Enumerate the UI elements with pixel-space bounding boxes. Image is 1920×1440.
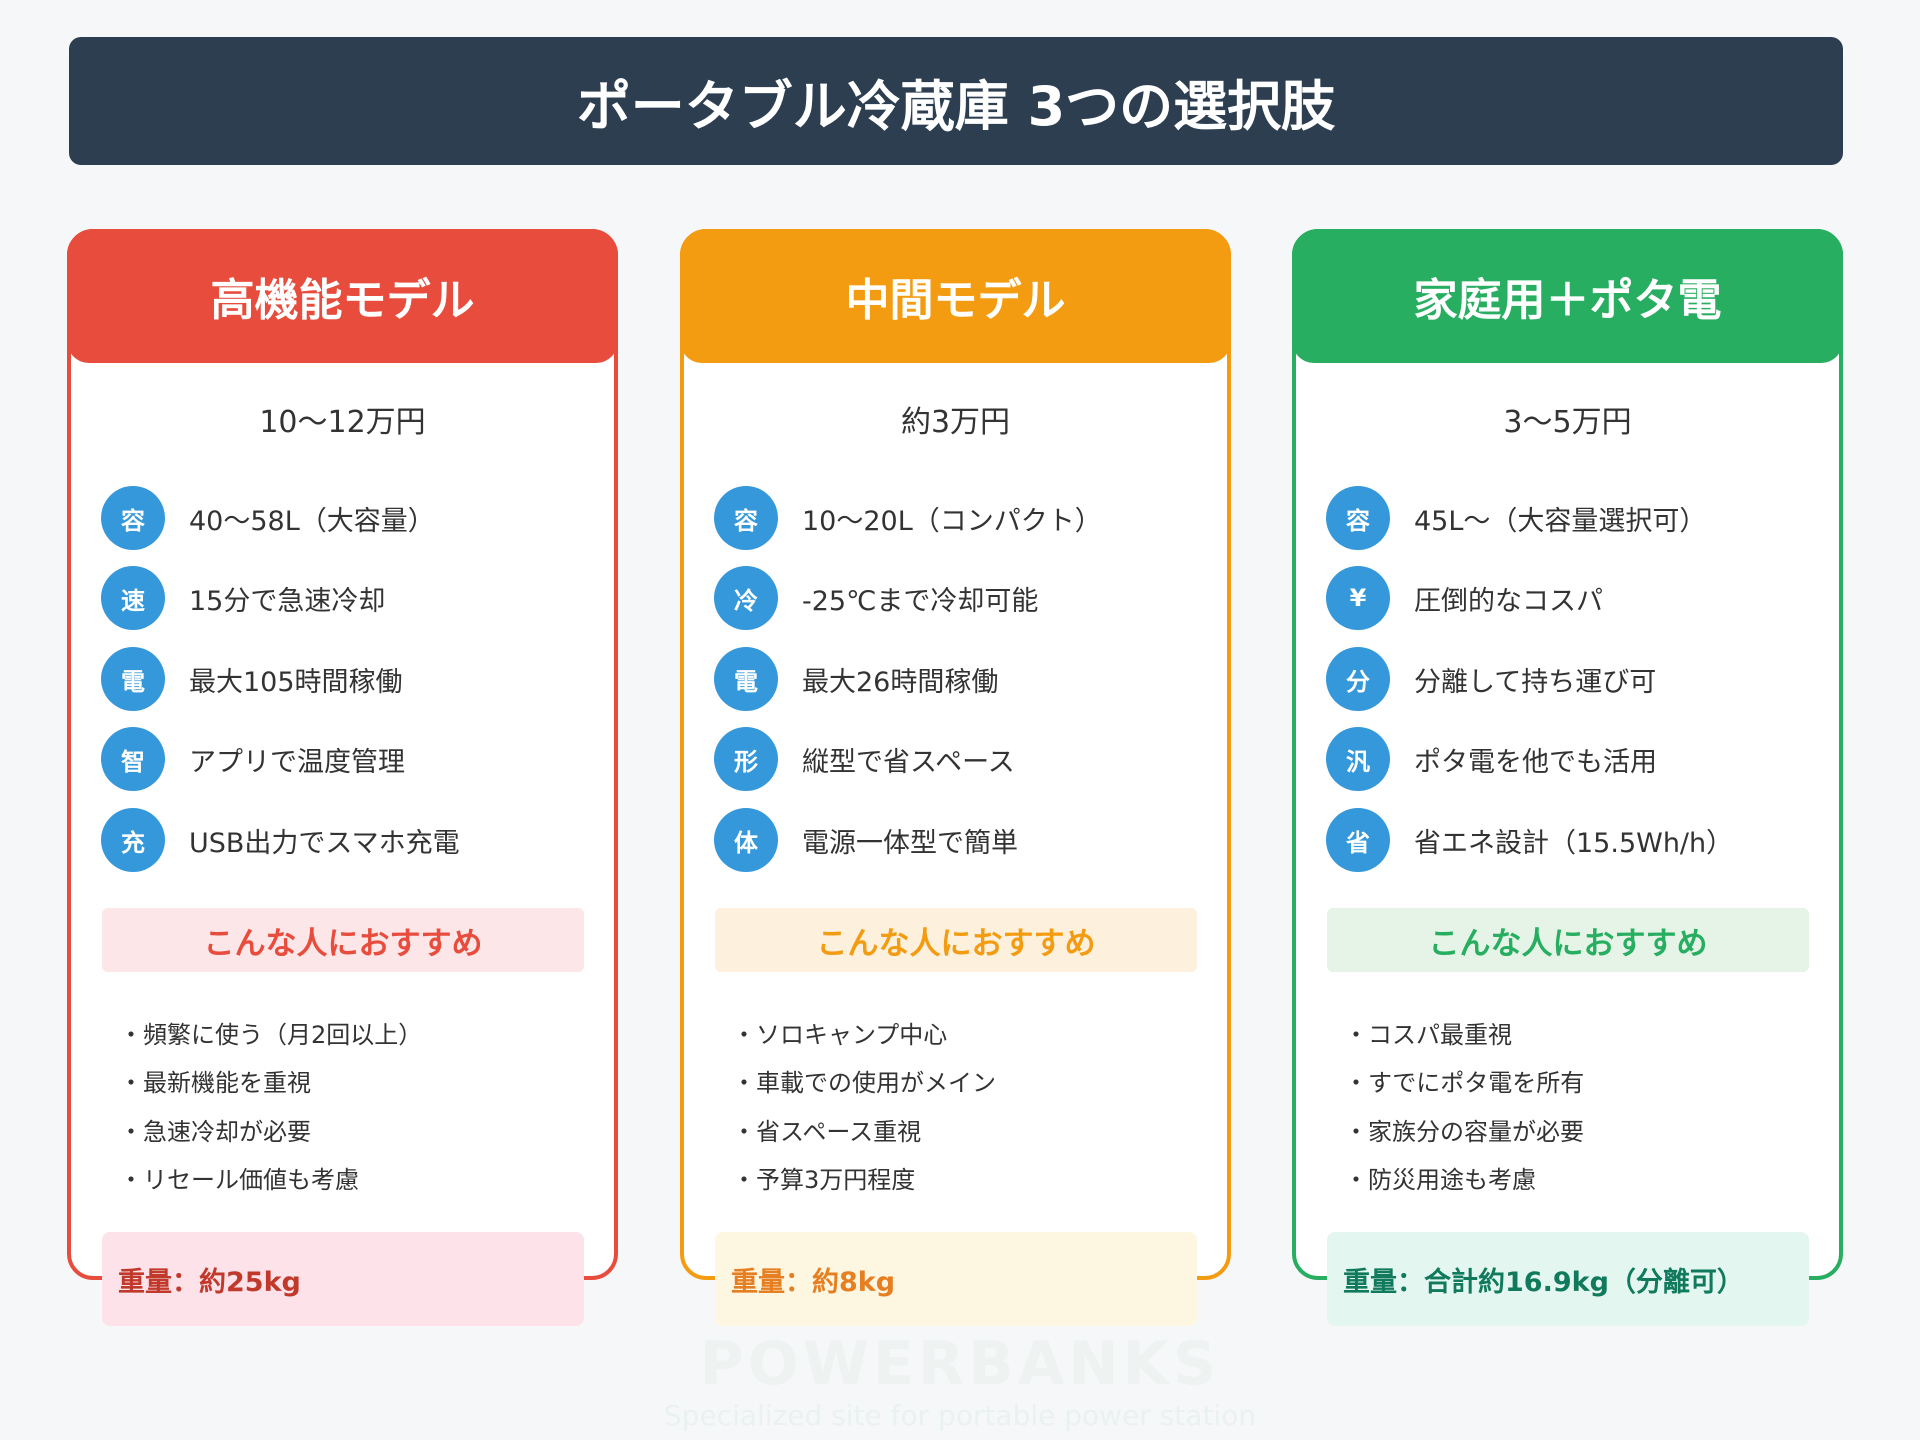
recommend-item: ・すでにポタ電を所有 <box>1344 1069 1585 1097</box>
feature-badge-icon: 智 <box>101 727 165 791</box>
card-price: 3〜5万円 <box>1503 405 1632 440</box>
feature-badge-icon: 分 <box>1326 647 1390 711</box>
recommend-item: ・防災用途も考慮 <box>1344 1166 1536 1194</box>
feature-text: -25℃まで冷却可能 <box>802 585 1039 617</box>
feature-badge-icon: 形 <box>714 727 778 791</box>
card-mid-range: 中間モデル 約3万円 容 10〜20L（コンパクト） 冷 -25℃まで冷却可能 … <box>680 229 1231 1326</box>
feature-text: 電源一体型で簡単 <box>802 827 1018 859</box>
feature-text: 省エネ設計（15.5Wh/h） <box>1414 827 1734 859</box>
feature-item: 電 最大26時間稼働 <box>714 646 998 712</box>
feature-badge-icon: 容 <box>101 486 165 550</box>
recommend-item: ・最新機能を重視 <box>119 1069 311 1097</box>
feature-badge-icon: 電 <box>101 647 165 711</box>
feature-item: 省 省エネ設計（15.5Wh/h） <box>1326 807 1733 873</box>
feature-badge-icon: 容 <box>714 486 778 550</box>
recommend-item: ・予算3万円程度 <box>732 1166 916 1194</box>
feature-badge-icon: 充 <box>101 808 165 872</box>
feature-text: USB出力でスマホ充電 <box>189 827 460 859</box>
card-home-plus-power: 家庭用＋ポタ電 3〜5万円 容 45L〜（大容量選択可） ¥ 圧倒的なコスパ 分… <box>1292 229 1843 1326</box>
recommend-item: ・車載での使用がメイン <box>732 1069 996 1097</box>
card-price: 10〜12万円 <box>259 405 426 440</box>
page-title: ポータブル冷蔵庫 3つの選択肢 <box>69 37 1843 165</box>
feature-item: 容 45L〜（大容量選択可） <box>1326 485 1706 551</box>
feature-badge-icon: 省 <box>1326 808 1390 872</box>
feature-text: 縦型で省スペース <box>802 746 1015 778</box>
feature-item: 形 縦型で省スペース <box>714 726 1015 792</box>
feature-badge-icon: ¥ <box>1326 566 1390 630</box>
recommend-item: ・家族分の容量が必要 <box>1344 1118 1584 1146</box>
feature-text: 圧倒的なコスパ <box>1414 585 1603 617</box>
feature-item: 速 15分で急速冷却 <box>101 565 385 631</box>
feature-text: 40〜58L（大容量） <box>189 505 435 537</box>
recommend-heading: こんな人におすすめ <box>1327 908 1809 972</box>
feature-badge-icon: 汎 <box>1326 727 1390 791</box>
feature-text: 最大105時間稼働 <box>189 666 403 698</box>
feature-item: 体 電源一体型で簡単 <box>714 807 1018 873</box>
feature-item: ¥ 圧倒的なコスパ <box>1326 565 1603 631</box>
recommend-item: ・頻繁に使う（月2回以上） <box>119 1021 423 1049</box>
recommend-heading: こんな人におすすめ <box>715 908 1197 972</box>
recommend-item: ・省スペース重視 <box>732 1118 922 1146</box>
feature-badge-icon: 冷 <box>714 566 778 630</box>
feature-text: 15分で急速冷却 <box>189 585 386 617</box>
weight-box: 重量：約25kg <box>102 1232 584 1326</box>
feature-item: 電 最大105時間稼働 <box>101 646 403 712</box>
feature-badge-icon: 電 <box>714 647 778 711</box>
feature-item: 分 分離して持ち運び可 <box>1326 646 1656 712</box>
feature-item: 汎 ポタ電を他でも活用 <box>1326 726 1657 792</box>
feature-badge-icon: 容 <box>1326 486 1390 550</box>
feature-text: 最大26時間稼働 <box>802 666 999 698</box>
card-title: 中間モデル <box>680 229 1231 363</box>
feature-text: 45L〜（大容量選択可） <box>1414 505 1707 537</box>
recommend-item: ・リセール価値も考慮 <box>119 1166 359 1194</box>
recommend-heading: こんな人におすすめ <box>102 908 584 972</box>
weight-box: 重量：約8kg <box>715 1232 1197 1326</box>
feature-text: ポタ電を他でも活用 <box>1414 746 1657 778</box>
feature-item: 充 USB出力でスマホ充電 <box>101 807 460 873</box>
watermark-brand: POWERBANKS <box>699 1329 1221 1399</box>
recommend-item: ・コスパ最重視 <box>1344 1021 1512 1049</box>
feature-item: 容 10〜20L（コンパクト） <box>714 485 1102 551</box>
feature-text: 10〜20L（コンパクト） <box>802 505 1102 537</box>
feature-text: アプリで温度管理 <box>189 746 405 778</box>
card-high-end: 高機能モデル 10〜12万円 容 40〜58L（大容量） 速 15分で急速冷却 … <box>67 229 618 1326</box>
feature-item: 冷 -25℃まで冷却可能 <box>714 565 1038 631</box>
recommend-item: ・ソロキャンプ中心 <box>732 1021 948 1049</box>
card-price: 約3万円 <box>900 405 1011 440</box>
feature-text: 分離して持ち運び可 <box>1414 666 1657 698</box>
feature-badge-icon: 速 <box>101 566 165 630</box>
feature-item: 容 40〜58L（大容量） <box>101 485 435 551</box>
card-title: 高機能モデル <box>67 229 618 363</box>
watermark-tagline: Specialized site for portable power stat… <box>663 1399 1257 1432</box>
feature-item: 智 アプリで温度管理 <box>101 726 405 792</box>
recommend-item: ・急速冷却が必要 <box>119 1118 311 1146</box>
feature-badge-icon: 体 <box>714 808 778 872</box>
weight-box: 重量：合計約16.9kg（分離可） <box>1327 1232 1809 1326</box>
card-title: 家庭用＋ポタ電 <box>1292 229 1843 363</box>
